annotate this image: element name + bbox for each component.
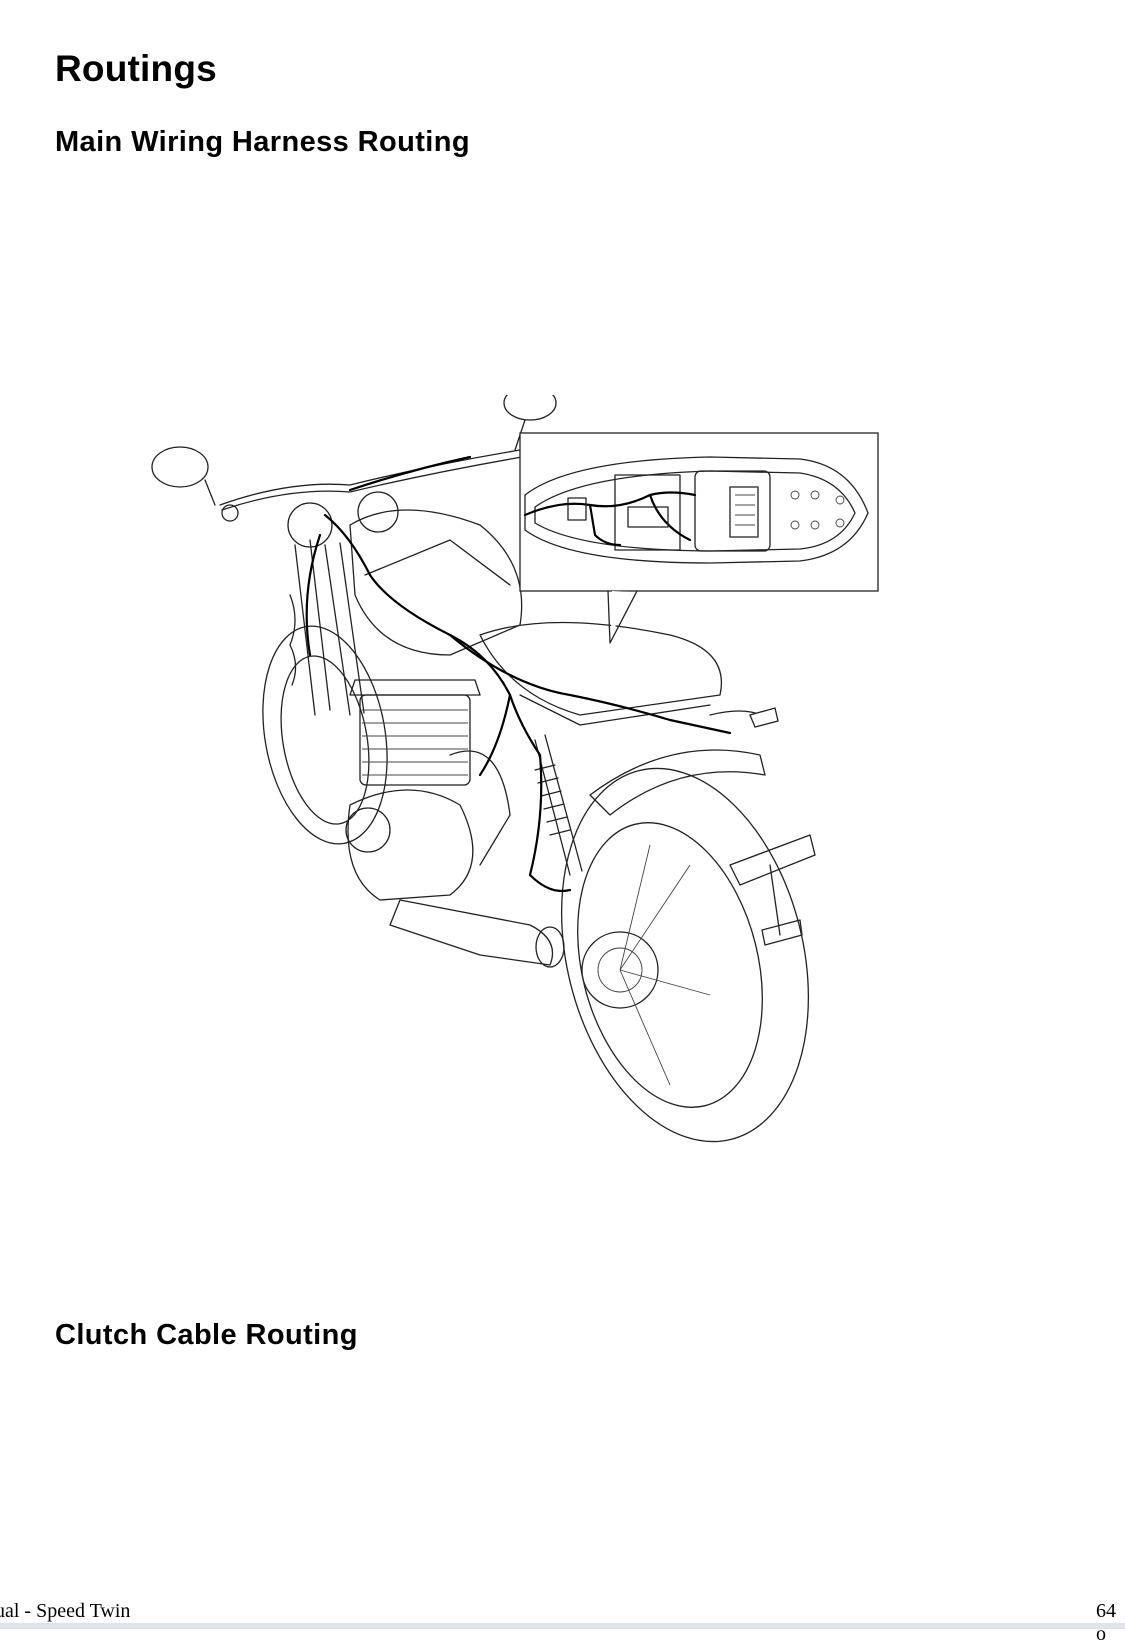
- motorcycle-line-drawing-icon: [151, 385, 879, 1143]
- engine-cylinder: [359, 694, 471, 786]
- engine-case: [347, 789, 474, 901]
- page-title: Routings: [55, 48, 217, 89]
- seat-area-inset: [519, 432, 879, 592]
- rear-tyre: [560, 767, 810, 1143]
- section-heading-clutch-cable: Clutch Cable Routing: [55, 1319, 358, 1351]
- mirror-left: [151, 446, 209, 488]
- handlebar: [219, 449, 521, 506]
- fuel-tank: [349, 509, 523, 656]
- mirror-right: [503, 385, 557, 421]
- wiring-harness-figure: [150, 385, 930, 1195]
- front-tyre: [262, 625, 388, 845]
- rear-rim: [577, 822, 763, 1108]
- page-bottom-edge: [0, 1623, 1125, 1629]
- seat: [479, 621, 722, 716]
- headlight: [287, 502, 333, 548]
- exhaust: [389, 899, 554, 966]
- section-heading-wiring-harness: Main Wiring Harness Routing: [55, 126, 470, 158]
- rear-brake-disc: [581, 931, 659, 1009]
- footer-manual-title: nual - Speed Twin: [0, 1600, 131, 1622]
- number-plate-bracket: [729, 834, 816, 886]
- front-fork-left: [294, 539, 331, 716]
